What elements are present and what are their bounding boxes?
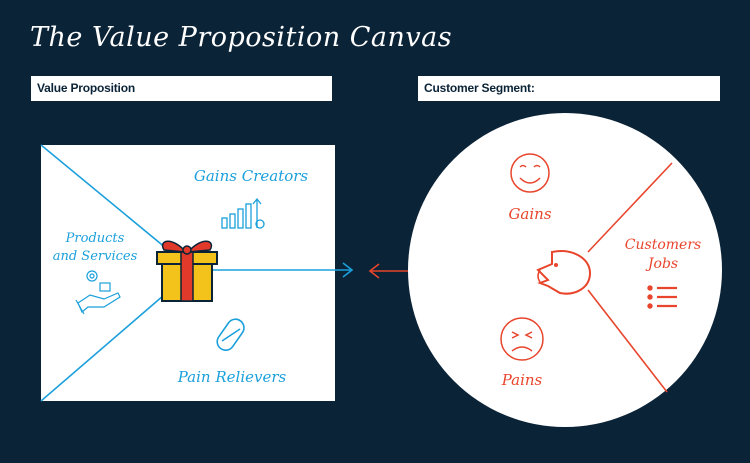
customers-jobs-label-line2: Jobs — [645, 256, 678, 272]
gift-icon — [156, 240, 218, 302]
customer-head-icon — [536, 250, 592, 295]
page-title: The Value Proposition Canvas — [30, 22, 453, 53]
gains-creators-label: Gains Creators — [194, 167, 309, 185]
blue-arrowhead — [342, 262, 354, 278]
gains-label: Gains — [508, 205, 551, 223]
happy-face-icon — [510, 153, 550, 193]
jobs-list-icon — [647, 285, 677, 309]
pill-icon — [216, 318, 245, 351]
growth-chart-icon — [221, 197, 265, 229]
products-label-line2: and Services — [53, 249, 138, 264]
pains-label: Pains — [501, 371, 543, 389]
pain-relievers-label: Pain Relievers — [177, 368, 287, 386]
customer-segment-dividers — [587, 162, 673, 393]
value-proposition-dividers — [40, 144, 179, 402]
customers-jobs-label-line1: Customers — [625, 237, 701, 253]
red-arrowhead — [368, 263, 380, 279]
value-proposition-label[interactable]: Value Proposition — [31, 76, 332, 101]
products-label-line1: Products — [65, 231, 125, 246]
customer-segment-circle — [408, 113, 722, 427]
sad-face-icon — [500, 317, 544, 361]
hand-gear-icon — [75, 270, 121, 315]
customer-segment-label[interactable]: Customer Segment: — [418, 76, 720, 101]
